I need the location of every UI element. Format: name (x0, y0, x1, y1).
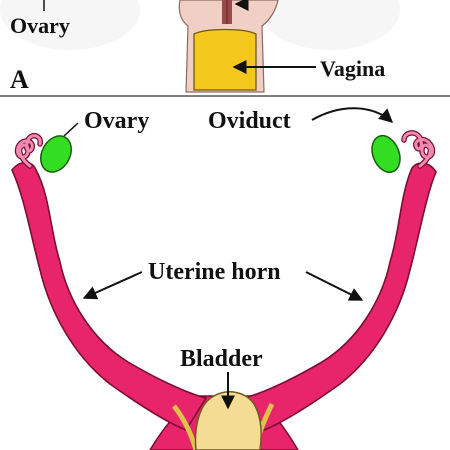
vagina-label: Vagina (320, 56, 385, 81)
oviduct-arrow (311, 107, 394, 123)
ovary-pointer (63, 122, 79, 137)
panel-a: Ovary A Vagina (0, 0, 400, 94)
ovary-label: Ovary (84, 108, 149, 134)
uterine-horn-label: Uterine horn (148, 259, 281, 285)
uterine-horn-arrow-right (305, 271, 364, 301)
ureter-left (172, 404, 199, 450)
uterine-horn-left (11, 161, 208, 431)
panel-a-ovary-label: Ovary (10, 13, 70, 38)
vagina-shape (193, 28, 257, 91)
bladder-label: Bladder (180, 346, 263, 372)
uterine-horn-right (242, 162, 437, 431)
bladder-shape (194, 391, 262, 450)
uterine-horn-arrow-left (82, 271, 143, 300)
ovary-right (371, 134, 401, 174)
ovary-left (40, 135, 72, 173)
panel-b: Ovary Oviduct Uterine horn Bladder (11, 107, 437, 450)
tissue-shadow-right (260, 0, 400, 50)
panel-a-letter: A (10, 65, 29, 94)
tissue-shadow-left (0, 0, 140, 50)
oviduct-label: Oviduct (208, 108, 291, 134)
